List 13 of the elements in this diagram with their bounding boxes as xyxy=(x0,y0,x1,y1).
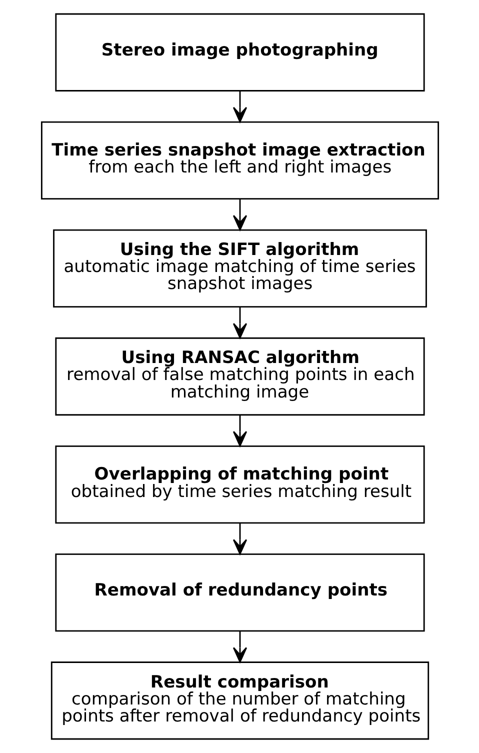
node-box: Removal of redundancy points xyxy=(54,554,424,632)
arrow xyxy=(232,631,247,663)
node-box: Stereo image photographing xyxy=(54,13,424,92)
node-box: Using RANSAC algorithm removal of false matching points in each matching image xyxy=(54,337,424,416)
arrow xyxy=(232,91,247,122)
node-box: Overlapping of matching point obtained by time series matching result xyxy=(54,445,424,524)
arrow xyxy=(232,523,247,555)
node-box: Result comparison comparison of the number of matching points after removal of redundancy points xyxy=(50,662,429,740)
arrow xyxy=(232,199,247,230)
arrow xyxy=(232,307,247,339)
node-box: Using the SIFT algorithm automatic image matching of time series snapshot images xyxy=(52,229,426,308)
node-box: Time series snapshot image extraction from each the left and right images xyxy=(40,121,439,200)
arrow xyxy=(232,415,247,447)
